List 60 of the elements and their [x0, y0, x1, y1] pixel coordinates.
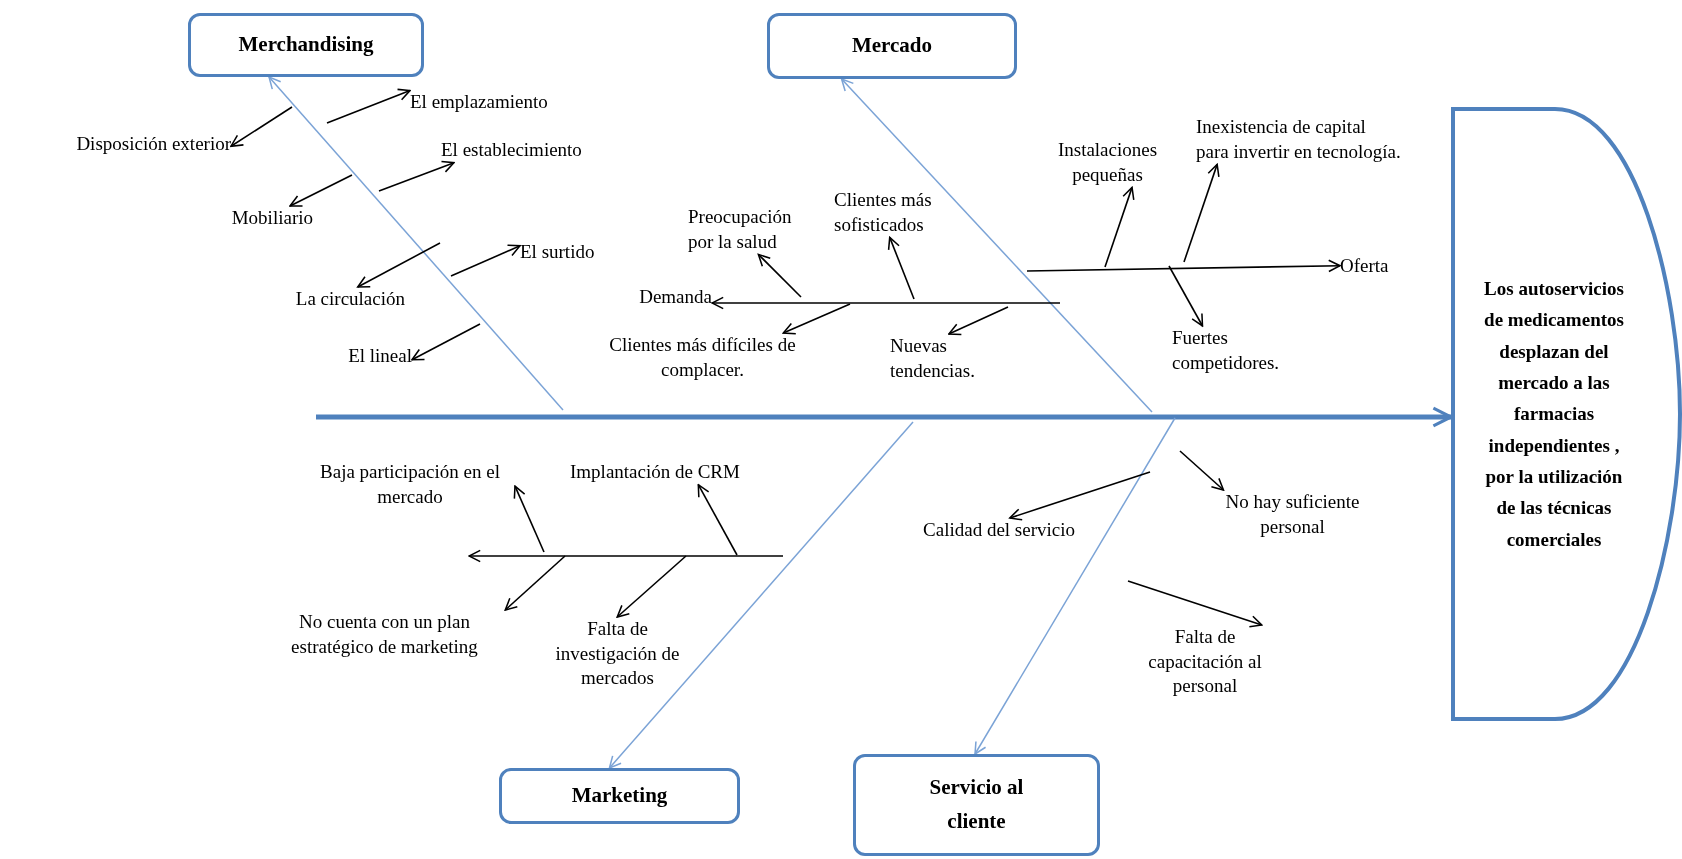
cause-text: Demanda — [639, 285, 712, 310]
cause-text: El lineal — [348, 344, 412, 369]
cause-arrow — [230, 106, 293, 147]
cause-text: El surtido — [520, 240, 595, 265]
cause-text: No hay suficiente personal — [1205, 490, 1380, 540]
cause-arrow — [711, 296, 1061, 310]
cause-text: Preocupación por la salud — [688, 205, 810, 255]
cause-arrow — [378, 160, 455, 192]
cause-text: Implantación de CRM — [570, 460, 740, 485]
category-title: Mercado — [851, 32, 933, 60]
cause-arrow — [326, 88, 411, 124]
cause-text: El emplazamiento — [410, 90, 548, 115]
cause-text: Mobiliario — [231, 206, 313, 231]
cause-arrow — [697, 483, 738, 556]
category-box — [499, 768, 740, 824]
cause-arrow — [616, 555, 687, 618]
cause-text: El establecimiento — [441, 138, 582, 163]
cause-text: Baja participación en el mercado — [305, 460, 515, 510]
category-title: Marketing — [571, 782, 668, 810]
category-title: Servicio al cliente — [928, 774, 1025, 835]
bone-arrow — [974, 417, 1176, 755]
cause-arrow — [1127, 580, 1263, 628]
bone-arrow — [268, 76, 564, 411]
category-box — [188, 13, 424, 77]
cause-text: Disposición exterior — [76, 132, 231, 157]
cause-arrow — [1183, 163, 1220, 263]
category-box — [853, 754, 1100, 856]
category-box — [767, 13, 1017, 79]
cause-arrow — [887, 236, 915, 300]
cause-arrow — [289, 174, 353, 207]
category-title: Merchandising — [238, 31, 374, 59]
cause-text: Clientes más difíciles de complacer. — [590, 333, 815, 383]
cause-arrow — [782, 303, 851, 335]
cause-text: Fuertes competidores. — [1172, 326, 1302, 376]
cause-text: No cuenta con un plan estratégico de marketing — [262, 610, 507, 660]
cause-arrow — [1009, 471, 1151, 521]
cause-arrow — [356, 242, 441, 288]
cause-arrow — [757, 253, 802, 298]
cause-arrow — [411, 323, 481, 361]
cause-arrow — [513, 485, 545, 553]
effect-text: Los autoservicios de medicamentos desplazan del mercado a las farmacias independientes , por la utilización de las técnicas comerciales — [1483, 276, 1625, 552]
cause-arrow — [1179, 450, 1225, 491]
cause-text: Nuevas tendencias. — [890, 334, 1010, 384]
cause-text: Clientes más sofisticados — [834, 188, 962, 238]
bone-arrow — [840, 78, 1153, 413]
cause-arrow — [1104, 186, 1135, 268]
cause-text: Inexistencia de capital para invertir en tecnología. — [1196, 115, 1401, 165]
cause-text: Instalaciones pequeñas — [1040, 138, 1175, 188]
cause-arrow — [948, 306, 1009, 336]
cause-arrow — [504, 555, 566, 611]
spine-arrow — [316, 406, 1453, 428]
cause-text: Calidad del servicio — [923, 518, 1075, 543]
cause-text: Falta de capacitación al personal — [1125, 625, 1285, 700]
bone-arrow — [608, 421, 914, 769]
cause-text: La circulación — [295, 287, 405, 312]
cause-text: Falta de investigación de mercados — [545, 617, 690, 692]
cause-arrow — [1168, 265, 1204, 327]
cause-arrow — [450, 244, 521, 277]
cause-arrow — [1026, 259, 1341, 273]
cause-text: Oferta — [1340, 254, 1389, 279]
